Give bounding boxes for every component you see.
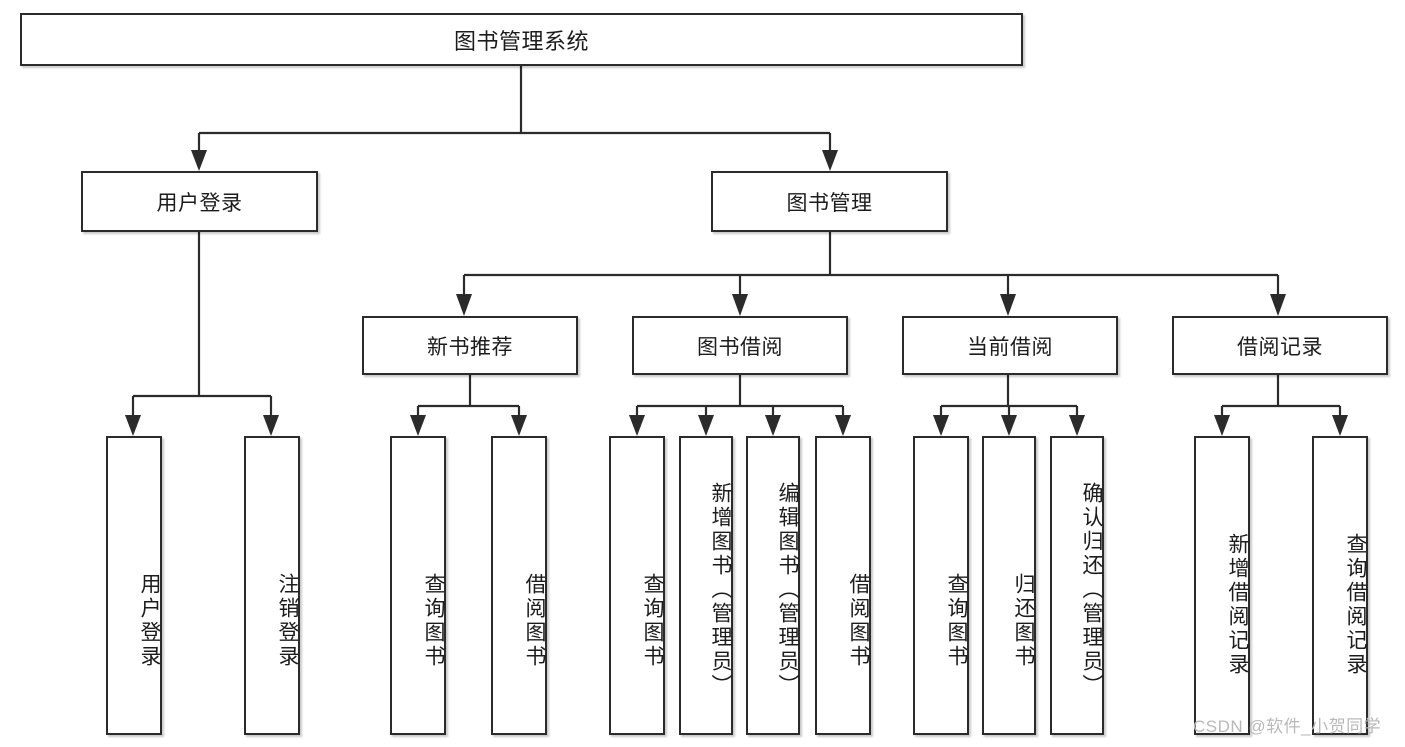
node-label: 注销登录 xyxy=(276,572,299,669)
node-label: 当前借阅 xyxy=(967,335,1053,359)
node-user-login[interactable]: 用户登录 xyxy=(81,171,318,232)
node-label: 图书管理 xyxy=(786,191,873,215)
arrow-bm-c1 xyxy=(456,294,472,316)
node-label: 查询图书 xyxy=(422,572,445,669)
node-label: 新增图书（管理员） xyxy=(709,481,732,698)
arrow-cb-c3 xyxy=(1069,415,1085,436)
node-label: 新书推荐 xyxy=(427,335,513,359)
leaf-user-login-logout[interactable]: 注销登录 xyxy=(244,436,300,735)
arrow-user-login-c1 xyxy=(125,415,141,436)
leaf-book-borrow-add-book-admin[interactable]: 新增图书（管理员） xyxy=(679,436,733,735)
node-borrow-record[interactable]: 借阅记录 xyxy=(1172,316,1388,375)
leaf-current-borrow-return-book[interactable]: 归还图书 xyxy=(982,436,1036,735)
node-current-borrow[interactable]: 当前借阅 xyxy=(902,316,1118,375)
arrow-root-to-book-manage xyxy=(822,150,838,171)
leaf-user-login-login[interactable]: 用户登录 xyxy=(106,436,162,735)
node-root-book-management-system[interactable]: 图书管理系统 xyxy=(20,13,1023,66)
node-label: 查询借阅记录 xyxy=(1344,532,1367,677)
node-label: 新增借阅记录 xyxy=(1226,532,1249,677)
arrow-user-login-c2 xyxy=(263,415,279,436)
arrow-cb-c2 xyxy=(1001,415,1017,436)
leaf-book-borrow-query-book[interactable]: 查询图书 xyxy=(609,436,665,735)
leaf-book-borrow-edit-book-admin[interactable]: 编辑图书（管理员） xyxy=(746,436,800,735)
leaf-current-borrow-query-book[interactable]: 查询图书 xyxy=(913,436,969,735)
leaf-new-book-query-book[interactable]: 查询图书 xyxy=(390,436,446,735)
node-label: 查询图书 xyxy=(641,572,664,669)
arrow-bb-c2 xyxy=(698,415,714,436)
node-label: 借阅图书 xyxy=(523,572,546,669)
arrow-bm-c2 xyxy=(732,294,748,316)
node-label: 借阅记录 xyxy=(1237,335,1323,359)
arrow-br-c1 xyxy=(1214,415,1230,436)
node-label: 图书借阅 xyxy=(697,335,783,359)
leaf-borrow-record-query-record[interactable]: 查询借阅记录 xyxy=(1312,436,1368,735)
arrow-root-to-user-login xyxy=(191,150,207,171)
leaf-book-borrow-borrow-book[interactable]: 借阅图书 xyxy=(815,436,871,735)
node-book-borrow[interactable]: 图书借阅 xyxy=(632,316,848,375)
leaf-new-book-borrow-book[interactable]: 借阅图书 xyxy=(491,436,547,735)
arrow-bb-c1 xyxy=(629,415,645,436)
node-label: 用户登录 xyxy=(138,572,161,669)
arrow-br-c2 xyxy=(1332,415,1348,436)
node-label: 用户登录 xyxy=(156,191,243,215)
arrow-bb-c3 xyxy=(765,415,781,436)
arrow-nbr-c2 xyxy=(511,415,527,436)
node-label: 查询图书 xyxy=(945,572,968,669)
arrow-bb-c4 xyxy=(835,415,851,436)
leaf-borrow-record-add-record[interactable]: 新增借阅记录 xyxy=(1194,436,1250,735)
arrow-bm-c3 xyxy=(1000,294,1016,316)
node-label: 确认归还（管理员） xyxy=(1080,481,1103,698)
arrow-nbr-c1 xyxy=(410,415,426,436)
arrow-bm-c4 xyxy=(1270,294,1286,316)
node-label: 编辑图书（管理员） xyxy=(776,481,799,698)
node-book-management[interactable]: 图书管理 xyxy=(711,171,948,232)
arrow-cb-c1 xyxy=(933,415,949,436)
node-label: 借阅图书 xyxy=(847,572,870,669)
node-new-book-recommend[interactable]: 新书推荐 xyxy=(362,316,578,375)
node-label: 图书管理系统 xyxy=(453,28,589,54)
node-label: 归还图书 xyxy=(1012,572,1035,669)
leaf-current-borrow-confirm-return-admin[interactable]: 确认归还（管理员） xyxy=(1050,436,1104,735)
